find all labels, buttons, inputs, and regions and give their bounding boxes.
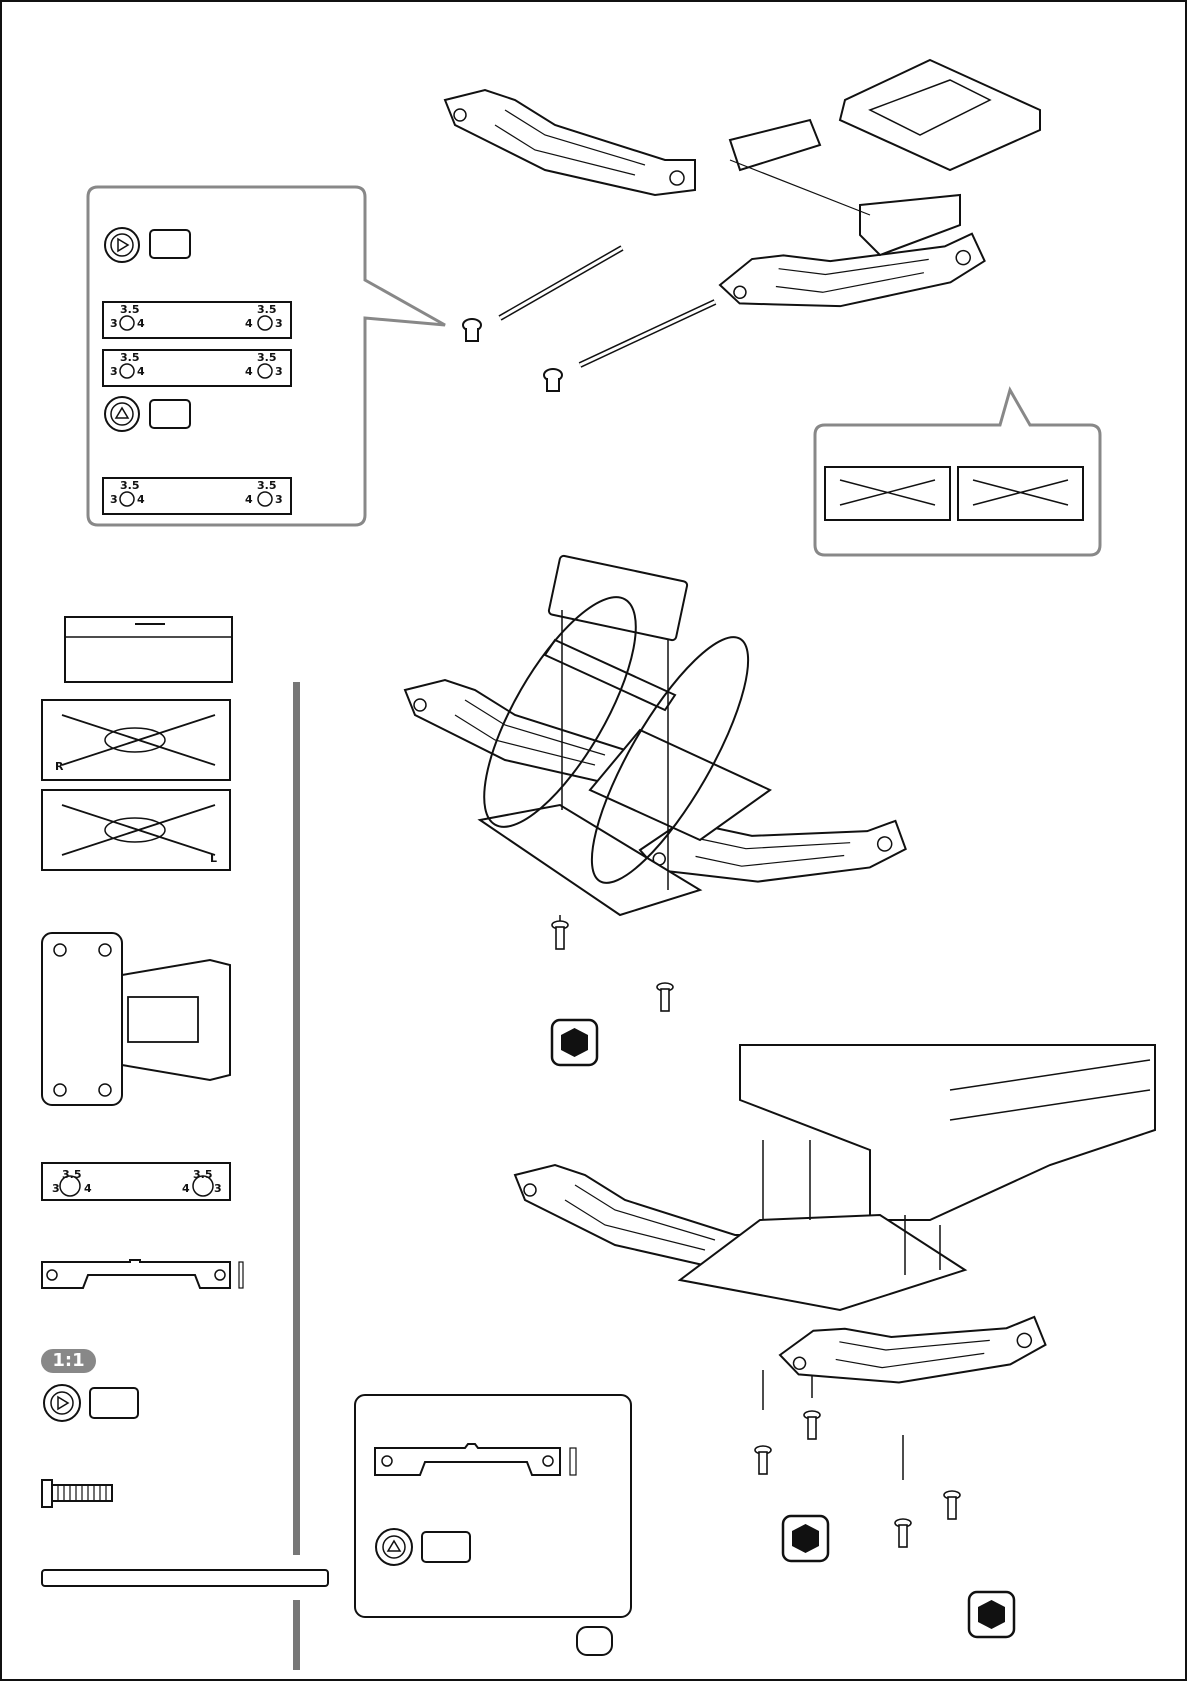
label-35: 3.5 — [120, 351, 140, 364]
scale-badge: 1:1 — [41, 1349, 96, 1373]
middle-exploded-assembly — [405, 555, 907, 1011]
label-35: 3.5 — [62, 1168, 82, 1181]
label-3: 3 — [52, 1182, 60, 1195]
label-4: 4 — [245, 365, 253, 378]
hinge-pin-part — [42, 1570, 328, 1586]
hex-wrench-icon — [783, 1516, 828, 1561]
label-3: 3 — [110, 365, 118, 378]
label-4: 4 — [84, 1182, 92, 1195]
label-4: 4 — [245, 493, 253, 506]
top-exploded-assembly — [445, 60, 1040, 391]
label-3: 3 — [110, 317, 118, 330]
label-35: 3.5 — [257, 303, 277, 316]
screw-part — [42, 1480, 52, 1507]
hex-wrench-icon — [969, 1592, 1014, 1637]
label-3: 3 — [214, 1182, 222, 1195]
label-35: 3.5 — [120, 479, 140, 492]
hex-wrench-icon — [552, 1020, 597, 1065]
label-4: 4 — [137, 493, 145, 506]
rear-block-part — [42, 933, 122, 1105]
label-4: 4 — [245, 317, 253, 330]
label-35: 3.5 — [257, 351, 277, 364]
label-4: 4 — [182, 1182, 190, 1195]
parts-divider-bar — [293, 682, 300, 1555]
step-number-tab — [577, 1627, 612, 1655]
label-3: 3 — [275, 493, 283, 506]
label-35: 3.5 — [193, 1168, 213, 1181]
shim-part — [42, 1260, 230, 1288]
pin-bushing-part — [90, 1388, 138, 1418]
label-3: 3 — [275, 317, 283, 330]
alternate-parts-box — [355, 1395, 631, 1617]
parts-list — [42, 617, 328, 1586]
label-35: 3.5 — [120, 303, 140, 316]
label-3: 3 — [110, 493, 118, 506]
label-4: 4 — [137, 365, 145, 378]
parts-header-box — [65, 617, 232, 682]
pin-bushing-icon — [150, 230, 190, 258]
label-4: 4 — [137, 317, 145, 330]
label-3: 3 — [275, 365, 283, 378]
arm-pair-callout — [815, 390, 1100, 555]
arm-mark-r: R — [55, 760, 64, 773]
label-35: 3.5 — [257, 479, 277, 492]
arm-mark-l: L — [210, 852, 217, 865]
